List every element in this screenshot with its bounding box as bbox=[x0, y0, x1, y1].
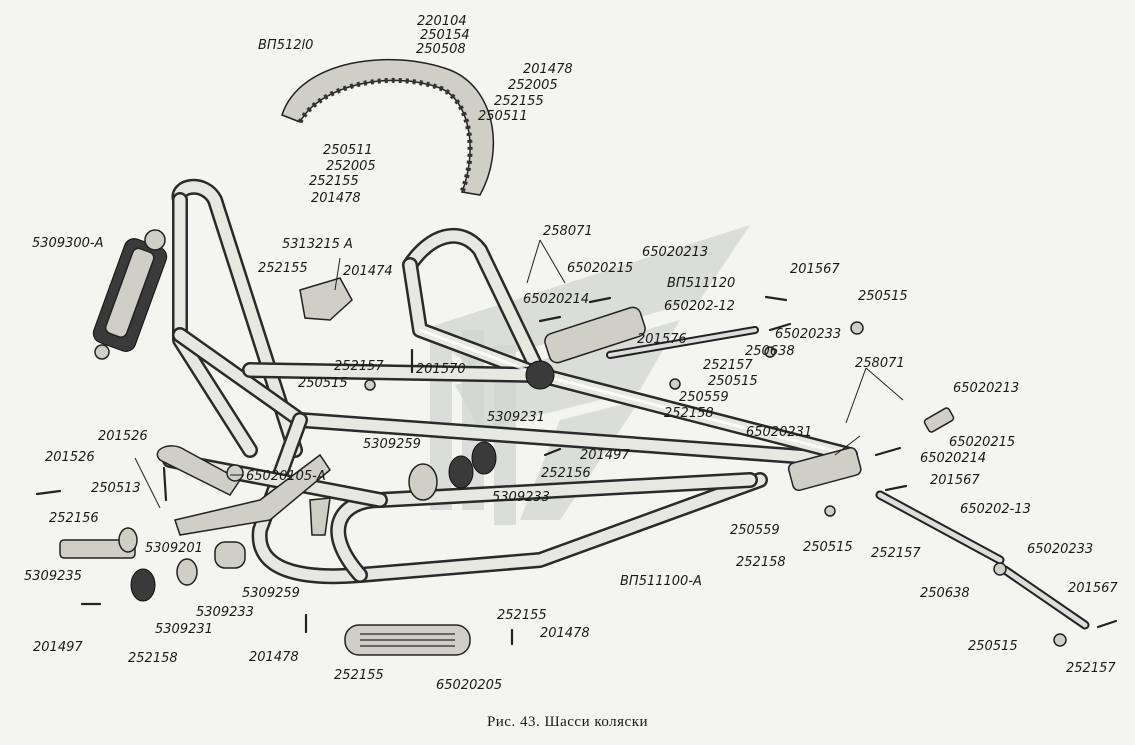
label-65020233-b: 65020233 bbox=[1027, 542, 1093, 557]
swing-arm-part bbox=[156, 445, 331, 536]
footboard-part bbox=[344, 624, 471, 656]
label-250559-a: 250559 bbox=[679, 390, 729, 405]
label-252005-a: 252005 bbox=[508, 78, 558, 93]
label-252156-a: 252156 bbox=[541, 466, 591, 481]
label-65020215-b: 65020215 bbox=[949, 435, 1015, 450]
label-252157-c: 252157 bbox=[871, 546, 921, 561]
label-65020231: 65020231 bbox=[746, 425, 812, 440]
label-201497-b: 201497 bbox=[33, 640, 83, 655]
label-250515-d: 250515 bbox=[803, 540, 853, 555]
label-252157-b: 252157 bbox=[334, 359, 384, 374]
leader-lines bbox=[134, 239, 904, 509]
label-250511-a: 250511 bbox=[478, 109, 528, 124]
label-250515-c: 250515 bbox=[298, 376, 348, 391]
label-250154: 250154 bbox=[420, 28, 470, 43]
label-65020105: 65020105-А bbox=[246, 469, 326, 484]
label-252156-b: 252156 bbox=[49, 511, 99, 526]
label-201478-b: 201478 bbox=[311, 191, 361, 206]
label-5309233-b: 5309233 bbox=[196, 605, 254, 620]
label-252158-b: 252158 bbox=[128, 651, 178, 666]
figure-caption: Рис. 43. Шасси коляски bbox=[486, 714, 649, 730]
label-5309201: 5309201 bbox=[145, 541, 203, 556]
cross-member bbox=[525, 306, 862, 492]
label-65020215-a: 65020215 bbox=[567, 261, 633, 276]
part-labels: 220104 250154 250508 ВП512l0 201478 2520… bbox=[24, 14, 1118, 693]
label-5313215: 5313215 А bbox=[282, 237, 353, 252]
label-250638-a: 250638 bbox=[745, 344, 795, 359]
label-252155-d: 252155 bbox=[334, 668, 384, 683]
label-5309231-b: 5309231 bbox=[155, 622, 213, 637]
label-258071-a: 258071 bbox=[543, 224, 593, 239]
hardware-bolts bbox=[35, 295, 1118, 647]
label-252158-c: 252158 bbox=[736, 555, 786, 570]
label-252155-e: 252155 bbox=[497, 608, 547, 623]
label-201576: 201576 bbox=[637, 332, 687, 347]
label-201526-a: 201526 bbox=[98, 429, 148, 444]
label-252155-a: 252155 bbox=[494, 94, 544, 109]
label-252157-d: 252157 bbox=[1066, 661, 1116, 676]
label-252155-b: 252155 bbox=[309, 174, 359, 189]
label-65020233-a: 65020233 bbox=[775, 327, 841, 342]
label-250515-b: 250515 bbox=[708, 374, 758, 389]
torsion-links bbox=[606, 326, 1090, 630]
label-252005-b: 252005 bbox=[326, 159, 376, 174]
label-250515-a: 250515 bbox=[858, 289, 908, 304]
bracket-parts bbox=[226, 277, 353, 536]
label-220104: 220104 bbox=[417, 14, 467, 29]
label-65020214-a: 65020214 bbox=[523, 292, 589, 307]
label-5309231-a: 5309231 bbox=[487, 410, 545, 425]
label-250515-e: 250515 bbox=[968, 639, 1018, 654]
label-5309300: 5309300-А bbox=[32, 236, 103, 251]
label-201474: 201474 bbox=[343, 264, 393, 279]
label-258071-b: 258071 bbox=[855, 356, 905, 371]
label-201497-a: 201497 bbox=[580, 448, 630, 463]
label-201567-b: 201567 bbox=[930, 473, 980, 488]
label-252155-c: 252155 bbox=[258, 261, 308, 276]
label-65020213-b: 65020213 bbox=[953, 381, 1019, 396]
label-650202-12: 650202-12 bbox=[664, 299, 735, 314]
fender-part bbox=[281, 58, 495, 196]
label-650202-13: 650202-13 bbox=[960, 502, 1031, 517]
label-201478-a: 201478 bbox=[523, 62, 573, 77]
label-252157-a: 252157 bbox=[703, 358, 753, 373]
label-65020214-b: 65020214 bbox=[920, 451, 986, 466]
label-201567-c: 201567 bbox=[1068, 581, 1118, 596]
label-5309235: 5309235 bbox=[24, 569, 82, 584]
label-vp512l0: ВП512l0 bbox=[258, 38, 313, 53]
label-250508: 250508 bbox=[416, 42, 466, 57]
label-250511-b: 250511 bbox=[323, 143, 373, 158]
shock-absorber-part bbox=[92, 229, 168, 360]
label-201567-a: 201567 bbox=[790, 262, 840, 277]
label-201570: 201570 bbox=[416, 362, 466, 377]
label-250513: 250513 bbox=[91, 481, 141, 496]
label-250638-b: 250638 bbox=[920, 586, 970, 601]
label-201478-c: 201478 bbox=[249, 650, 299, 665]
label-250559-b: 250559 bbox=[730, 523, 780, 538]
bearings-group bbox=[59, 441, 497, 602]
label-vp511120: ВП511120 bbox=[667, 276, 735, 291]
label-201526-b: 201526 bbox=[45, 450, 95, 465]
label-5309233-a: 5309233 bbox=[492, 490, 550, 505]
label-65020205: 65020205 bbox=[436, 678, 502, 693]
label-5309259-a: 5309259 bbox=[363, 437, 421, 452]
label-5309259-b: 5309259 bbox=[242, 586, 300, 601]
label-201478-d: 201478 bbox=[540, 626, 590, 641]
label-252158-a: 252158 bbox=[664, 406, 714, 421]
frame-tubes bbox=[162, 178, 858, 585]
label-65020213-a: 65020213 bbox=[642, 245, 708, 260]
label-vp511100: ВП511100-А bbox=[620, 574, 702, 589]
